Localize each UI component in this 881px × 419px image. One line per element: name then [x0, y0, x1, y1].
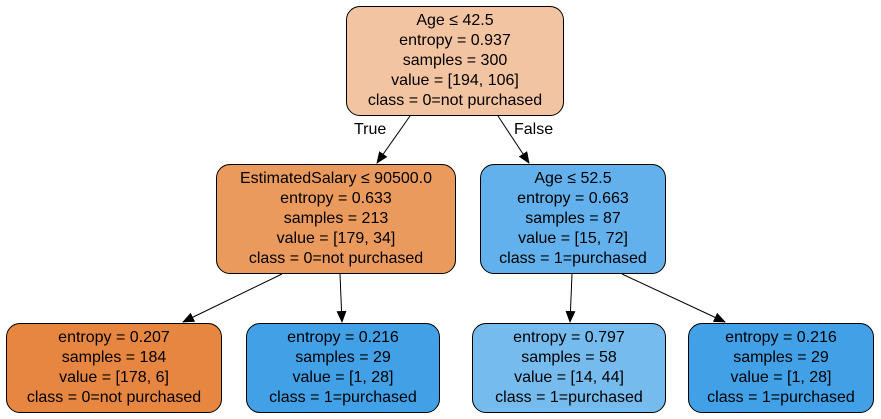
tree-node-left: EstimatedSalary ≤ 90500.0 entropy = 0.63…	[216, 164, 456, 274]
class-text: class = 1=purchased	[499, 250, 647, 267]
class-text: class = 1=purchased	[495, 389, 643, 406]
class-text: class = 1=purchased	[269, 389, 417, 406]
tree-leaf-left-left: entropy = 0.207 samples = 184 value = [1…	[6, 323, 222, 413]
entropy-text: entropy = 0.207	[58, 329, 170, 346]
tree-node-root: Age ≤ 42.5 entropy = 0.937 samples = 300…	[346, 6, 564, 116]
split-rule: Age ≤ 42.5	[416, 12, 494, 29]
value-text: value = [179, 34]	[276, 230, 396, 247]
entropy-text: entropy = 0.797	[513, 329, 625, 346]
value-text: value = [194, 106]	[391, 72, 519, 89]
value-text: value = [1, 28]	[292, 369, 394, 386]
samples-text: samples = 213	[283, 210, 389, 227]
entropy-text: entropy = 0.216	[725, 329, 837, 346]
class-text: class = 0=not purchased	[26, 389, 202, 406]
tree-leaf-left-right: entropy = 0.216 samples = 29 value = [1,…	[246, 323, 440, 413]
samples-text: samples = 300	[402, 52, 508, 69]
edge-left-leftright	[336, 273, 347, 323]
entropy-text: entropy = 0.216	[287, 329, 399, 346]
samples-text: samples = 29	[733, 349, 829, 366]
split-rule: EstimatedSalary ≤ 90500.0	[240, 170, 432, 187]
class-text: class = 1=purchased	[707, 389, 855, 406]
value-text: value = [1, 28]	[730, 369, 832, 386]
split-rule: Age ≤ 52.5	[534, 170, 612, 187]
tree-node-right: Age ≤ 52.5 entropy = 0.663 samples = 87 …	[480, 164, 666, 274]
tree-leaf-right-left: entropy = 0.797 samples = 58 value = [14…	[472, 323, 666, 413]
entropy-text: entropy = 0.633	[280, 190, 392, 207]
samples-text: samples = 87	[525, 210, 621, 227]
class-text: class = 0=not purchased	[248, 250, 424, 267]
samples-text: samples = 184	[61, 349, 167, 366]
samples-text: samples = 58	[521, 349, 617, 366]
edge-left-leftleft	[182, 273, 283, 323]
value-text: value = [14, 44]	[514, 369, 624, 386]
class-text: class = 0=not purchased	[367, 92, 543, 109]
edge-label-false: False	[514, 121, 554, 138]
edge-label-true: True	[354, 121, 387, 138]
tree-leaf-right-right: entropy = 0.216 samples = 29 value = [1,…	[688, 323, 874, 413]
value-text: value = [15, 72]	[518, 230, 628, 247]
edge-right-rightright	[621, 273, 726, 323]
entropy-text: entropy = 0.663	[517, 190, 629, 207]
entropy-text: entropy = 0.937	[399, 32, 511, 49]
value-text: value = [178, 6]	[59, 369, 169, 386]
samples-text: samples = 29	[295, 349, 391, 366]
edge-right-rightleft	[565, 273, 576, 323]
